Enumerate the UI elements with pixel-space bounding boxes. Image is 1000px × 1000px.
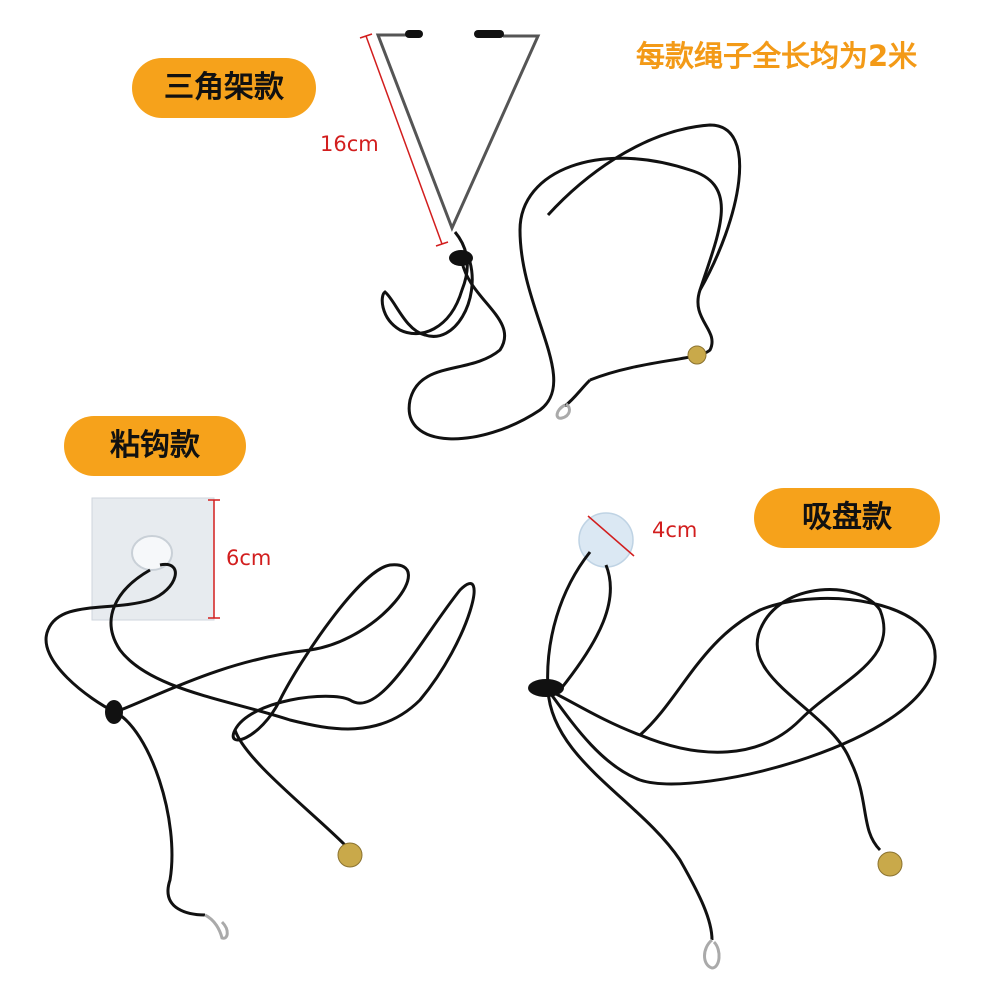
label-hook: 粘钩款 bbox=[64, 416, 246, 476]
suction-rope bbox=[546, 551, 714, 941]
suction-cup bbox=[578, 512, 634, 568]
suction-clip bbox=[703, 938, 721, 970]
hook-rope bbox=[44, 562, 206, 917]
label-suction: 吸盘款 bbox=[754, 488, 940, 548]
hook-bell bbox=[337, 842, 363, 868]
tripod-frame bbox=[375, 33, 541, 232]
tripod-harness bbox=[359, 30, 742, 441]
hook-slider-stopper bbox=[105, 700, 123, 724]
tripod-slider-stopper bbox=[449, 250, 473, 266]
headline: 每款绳子全长均为2米 bbox=[636, 39, 918, 73]
suction-slider-stopper bbox=[528, 679, 564, 697]
tripod-dimension-line bbox=[365, 35, 443, 245]
suction-dimension-line bbox=[587, 515, 635, 557]
suction-bell bbox=[877, 851, 903, 877]
tripod-clip bbox=[555, 402, 571, 420]
dimension-tripod: 16cm bbox=[320, 132, 379, 156]
suction-harness bbox=[528, 512, 937, 970]
tripod-bell bbox=[687, 345, 707, 365]
adhesive-hook bbox=[131, 535, 173, 571]
tripod-rope bbox=[380, 231, 474, 338]
hook-harness bbox=[44, 497, 476, 940]
tripod-rope-loop bbox=[407, 156, 723, 441]
hook-clip bbox=[204, 913, 229, 940]
dimension-hook: 6cm bbox=[226, 546, 272, 570]
hook-rope-loop bbox=[109, 563, 476, 742]
tripod-tip-cap bbox=[474, 30, 504, 38]
suction-rope-loop bbox=[546, 588, 937, 852]
dimension-suction: 4cm bbox=[652, 518, 698, 542]
label-tripod: 三角架款 bbox=[132, 58, 316, 118]
tripod-tip-cap bbox=[405, 30, 423, 38]
